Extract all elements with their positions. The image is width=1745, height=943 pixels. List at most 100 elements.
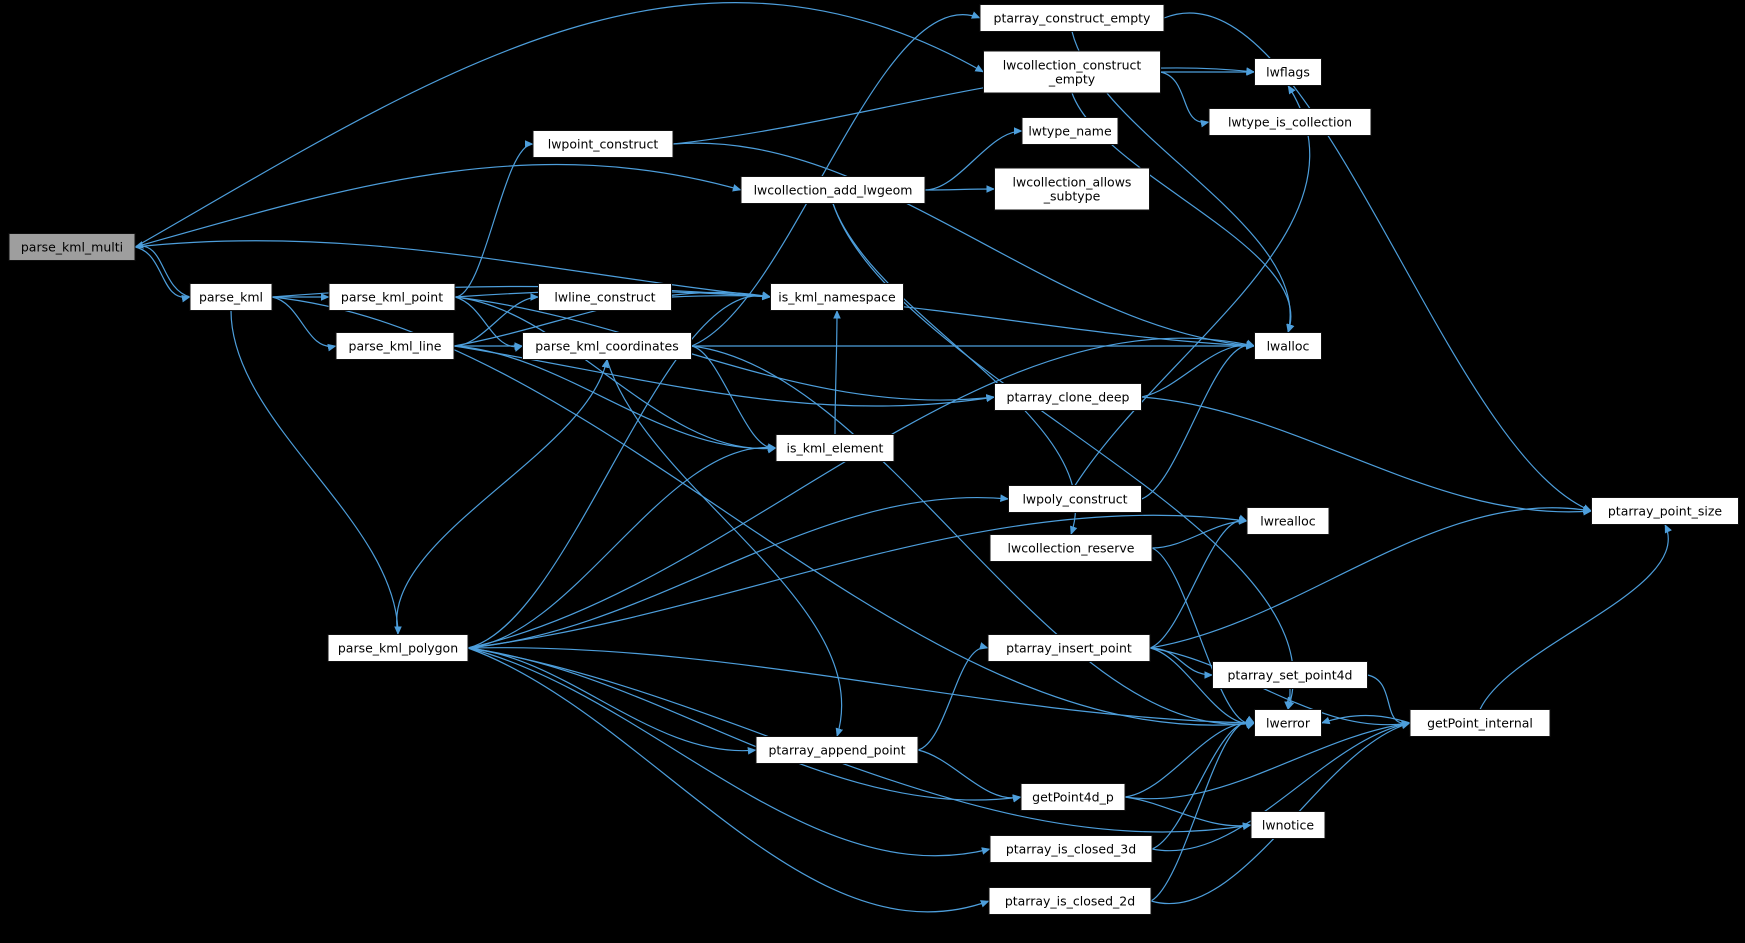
node-box: [989, 534, 1153, 562]
node-lwcollection_allows_subtype[interactable]: lwcollection_allows_subtype: [994, 167, 1150, 211]
edge-lwcollection_reserve-to-lwrealloc: [1151, 517, 1248, 549]
edge-getPoint_internal-to-ptarray_point_size: [1479, 524, 1672, 710]
node-label: parse_kml_coordinates: [535, 339, 679, 354]
node-ptarray_set_point4d[interactable]: ptarray_set_point4d: [1212, 661, 1368, 689]
node-ptarray_insert_point[interactable]: ptarray_insert_point: [987, 634, 1151, 662]
edge-parse_kml_multi-to-lwcollection_add_lwgeom: [134, 163, 742, 248]
edge-getPoint4d_p-to-lwerror: [1124, 718, 1255, 798]
node-getPoint_internal[interactable]: getPoint_internal: [1409, 709, 1551, 737]
node-label: lwpoly_construct: [1022, 492, 1127, 507]
edge-parse_kml_polygon-to-lwerror: [467, 647, 1255, 727]
edge-ptarray_insert_point-to-ptarray_point_size: [1149, 505, 1592, 649]
edge-parse_kml-to-parse_kml_polygon: [230, 310, 402, 635]
node-ptarray_clone_deep[interactable]: ptarray_clone_deep: [994, 383, 1142, 411]
node-is_kml_namespace[interactable]: is_kml_namespace: [770, 283, 904, 311]
node-box: [1409, 709, 1551, 737]
node-label: lwcollection_allows_subtype: [1013, 175, 1132, 204]
edge-ptarray_construct_empty-to-ptarray_point_size: [1163, 12, 1592, 512]
node-box: [1021, 117, 1119, 145]
node-label: lwcollection_construct_empty: [1003, 58, 1142, 87]
node-parse_kml_multi[interactable]: parse_kml_multi: [8, 233, 136, 261]
edge-lwcollection_add_lwgeom-to-lwerror: [832, 203, 1295, 710]
node-ptarray_append_point[interactable]: ptarray_append_point: [755, 736, 919, 764]
node-box: [327, 634, 469, 662]
node-label: lwnotice: [1262, 818, 1315, 833]
node-box: [979, 4, 1165, 32]
node-box: [989, 835, 1153, 863]
edges-layer: [134, 2, 1672, 913]
edge-ptarray_append_point-to-getPoint4d_p: [917, 749, 1022, 803]
edge-parse_kml_coordinates-to-is_kml_element: [691, 345, 777, 454]
node-box: [994, 383, 1142, 411]
node-label: ptarray_is_closed_2d: [1005, 894, 1135, 909]
node-box: [522, 332, 692, 360]
node-lwflags[interactable]: lwflags: [1254, 58, 1322, 86]
node-label: parse_kml_polygon: [338, 641, 458, 656]
node-getPoint4d_p[interactable]: getPoint4d_p: [1020, 783, 1126, 811]
node-lwline_construct[interactable]: lwline_construct: [538, 283, 672, 311]
edge-lwline_construct-to-lwalloc: [671, 295, 1255, 350]
edge-ptarray_append_point-to-ptarray_insert_point: [917, 642, 989, 751]
edge-parse_kml_coordinates-to-ptarray_construct_empty: [691, 11, 981, 347]
node-box: [1591, 497, 1739, 525]
edge-lwcollection_construct_empty-to-lwtype_is_collection: [1160, 71, 1210, 128]
node-box: [775, 434, 895, 462]
edge-parse_kml_polygon-to-lwrealloc: [467, 514, 1248, 649]
node-label: getPoint_internal: [1427, 716, 1533, 731]
node-box: [1250, 811, 1326, 839]
node-lwcollection_reserve[interactable]: lwcollection_reserve: [989, 534, 1153, 562]
edge-parse_kml_point-to-ptarray_clone_deep: [454, 296, 995, 402]
node-box: [987, 634, 1151, 662]
node-box: [1008, 485, 1142, 513]
node-label: is_kml_namespace: [778, 290, 896, 305]
node-label: lwline_construct: [554, 290, 655, 305]
node-label: lwrealloc: [1260, 514, 1316, 529]
node-lwrealloc[interactable]: lwrealloc: [1246, 507, 1330, 535]
node-parse_kml_coordinates[interactable]: parse_kml_coordinates: [522, 332, 692, 360]
edge-parse_kml_coordinates-to-ptarray_append_point: [606, 359, 844, 737]
node-parse_kml_point[interactable]: parse_kml_point: [328, 283, 456, 311]
node-label: lwalloc: [1267, 339, 1310, 354]
node-box: [8, 233, 136, 261]
node-label: ptarray_insert_point: [1006, 641, 1132, 656]
node-box: [983, 50, 1161, 94]
node-lwcollection_construct_empty[interactable]: lwcollection_construct_empty: [983, 50, 1161, 94]
node-lwpoint_construct[interactable]: lwpoint_construct: [532, 130, 674, 158]
node-parse_kml_line[interactable]: parse_kml_line: [335, 332, 455, 360]
edge-parse_kml_polygon-to-ptarray_append_point: [467, 647, 757, 755]
edge-parse_kml_polygon-to-is_kml_element: [467, 443, 777, 649]
edge-parse_kml_polygon-to-getPoint4d_p: [467, 647, 1022, 802]
node-label: lwtype_is_collection: [1228, 115, 1352, 130]
edge-parse_kml_polygon-to-lwnotice: [467, 647, 1252, 833]
node-box: [1246, 507, 1330, 535]
edge-getPoint_internal-to-lwerror: [1321, 714, 1411, 725]
node-box: [755, 736, 919, 764]
node-lwnotice[interactable]: lwnotice: [1250, 811, 1326, 839]
node-parse_kml[interactable]: parse_kml: [189, 283, 273, 311]
node-lwpoly_construct[interactable]: lwpoly_construct: [1008, 485, 1142, 513]
node-box: [770, 283, 904, 311]
edge-parse_kml_polygon-to-lwpoly_construct: [467, 494, 1009, 649]
node-label: ptarray_point_size: [1608, 504, 1723, 519]
node-lwalloc[interactable]: lwalloc: [1254, 332, 1322, 360]
node-box: [538, 283, 672, 311]
node-ptarray_point_size[interactable]: ptarray_point_size: [1591, 497, 1739, 525]
node-parse_kml_polygon[interactable]: parse_kml_polygon: [327, 634, 469, 662]
node-lwtype_is_collection[interactable]: lwtype_is_collection: [1208, 108, 1372, 136]
edge-lwpoly_construct-to-lwalloc: [1141, 339, 1255, 500]
node-lwerror[interactable]: lwerror: [1254, 709, 1322, 737]
node-ptarray_is_closed_2d[interactable]: ptarray_is_closed_2d: [988, 887, 1152, 915]
node-ptarray_is_closed_3d[interactable]: ptarray_is_closed_3d: [989, 835, 1153, 863]
node-box: [994, 167, 1150, 211]
node-label: ptarray_construct_empty: [994, 11, 1152, 26]
node-label: is_kml_element: [787, 441, 884, 456]
node-is_kml_element[interactable]: is_kml_element: [775, 434, 895, 462]
edge-parse_kml_polygon-to-ptarray_is_closed_3d: [467, 647, 991, 857]
edge-ptarray_insert_point-to-lwerror: [1149, 647, 1255, 729]
node-ptarray_construct_empty[interactable]: ptarray_construct_empty: [979, 4, 1165, 32]
edge-parse_kml_multi-to-parse_kml: [134, 246, 191, 303]
node-lwcollection_add_lwgeom[interactable]: lwcollection_add_lwgeom: [740, 176, 926, 204]
node-lwtype_name[interactable]: lwtype_name: [1021, 117, 1119, 145]
node-label: lwerror: [1266, 716, 1311, 731]
